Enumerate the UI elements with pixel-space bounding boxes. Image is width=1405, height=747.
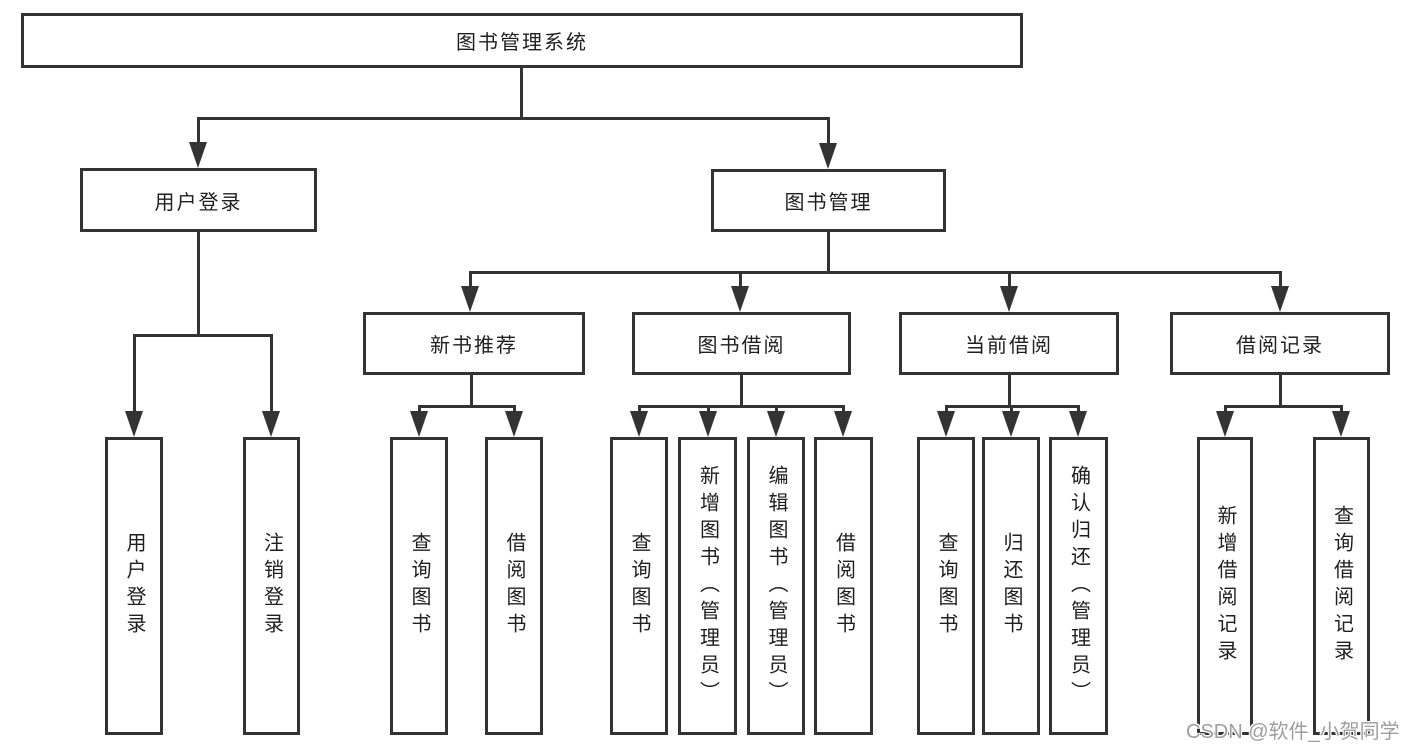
leaf-cb-confirm-return-admin-label: 确认归还（管理员） xyxy=(1067,464,1090,708)
arrow-down-icon xyxy=(1000,286,1018,312)
leaf-bb-query-books: 查询图书 xyxy=(610,437,668,735)
node-book-borrow-label: 图书借阅 xyxy=(697,335,786,357)
leaf-nb-borrow-books: 借阅图书 xyxy=(485,437,543,735)
connector-current-borrow-stem xyxy=(1008,375,1011,408)
connector-root-stem xyxy=(520,68,523,120)
connector-drop-user-login xyxy=(197,117,200,145)
connector-book-borrow-stem xyxy=(740,375,743,408)
leaf-nb-query-books: 查询图书 xyxy=(390,437,448,735)
arrow-down-icon xyxy=(410,411,428,437)
connector-user-login-branch xyxy=(133,334,273,337)
arrow-down-icon xyxy=(461,286,479,312)
arrow-down-icon xyxy=(834,411,852,437)
leaf-cb-confirm-return-admin: 确认归还（管理员） xyxy=(1049,437,1108,735)
node-borrow-record-label: 借阅记录 xyxy=(1236,335,1324,357)
connector-drop-leaf-logout xyxy=(270,334,273,414)
connector-new-book-rec-stem xyxy=(470,375,473,408)
arrow-down-icon xyxy=(699,411,717,437)
arrow-down-icon xyxy=(937,411,955,437)
connector-drop-book-borrow xyxy=(739,271,742,289)
arrow-down-icon xyxy=(767,411,785,437)
leaf-bb-edit-books-admin-label: 编辑图书（管理员） xyxy=(765,464,787,708)
connector-drop-new-book-rec xyxy=(469,271,472,289)
node-book-management: 图书管理 xyxy=(711,169,946,232)
connector-new-book-rec-branch xyxy=(418,405,516,408)
leaf-user-login: 用户登录 xyxy=(105,437,163,735)
leaf-cb-query-books: 查询图书 xyxy=(917,437,975,735)
leaf-bb-query-books-label: 查询图书 xyxy=(628,532,650,640)
arrow-down-icon xyxy=(262,411,280,437)
arrow-down-icon xyxy=(189,142,207,168)
arrow-down-icon xyxy=(1332,411,1350,437)
connector-book-borrow-branch xyxy=(638,405,845,408)
connector-borrow-record-stem xyxy=(1279,375,1282,408)
leaf-cb-return-books-label: 归还图书 xyxy=(1000,532,1022,640)
connector-borrow-record-branch xyxy=(1224,405,1343,408)
leaf-user-login-label: 用户登录 xyxy=(123,532,145,640)
node-root: 图书管理系统 xyxy=(21,13,1023,68)
arrow-down-icon xyxy=(819,143,837,169)
leaf-br-add-record: 新增借阅记录 xyxy=(1197,437,1253,735)
leaf-cb-return-books: 归还图书 xyxy=(982,437,1040,735)
connector-drop-leaf-user-login xyxy=(133,334,136,414)
arrow-down-icon xyxy=(731,286,749,312)
arrow-down-icon xyxy=(125,411,143,437)
arrow-down-icon xyxy=(505,411,523,437)
connector-drop-current-borrow xyxy=(1008,271,1011,289)
node-current-borrow-label: 当前借阅 xyxy=(965,335,1053,357)
leaf-bb-borrow-books-label: 借阅图书 xyxy=(832,532,855,640)
arrow-down-icon xyxy=(1216,411,1234,437)
node-current-borrow: 当前借阅 xyxy=(899,312,1119,375)
node-new-book-recommend-label: 新书推荐 xyxy=(430,335,518,357)
connector-user-login-stem xyxy=(197,232,200,337)
leaf-br-query-record-label: 查询借阅记录 xyxy=(1330,505,1353,667)
leaf-bb-add-books-admin-label: 新增图书（管理员） xyxy=(696,464,719,708)
leaf-logout-login-label: 注销登录 xyxy=(260,532,283,640)
node-book-borrow: 图书借阅 xyxy=(632,312,851,375)
leaf-bb-borrow-books: 借阅图书 xyxy=(814,437,873,735)
node-root-label: 图书管理系统 xyxy=(456,32,588,54)
connector-level2-branch xyxy=(197,117,830,120)
leaf-br-query-record: 查询借阅记录 xyxy=(1313,437,1370,735)
arrow-down-icon xyxy=(1002,411,1020,437)
leaf-cb-query-books-label: 查询图书 xyxy=(935,532,957,640)
arrow-down-icon xyxy=(1271,286,1289,312)
connector-drop-book-mgmt xyxy=(827,117,830,145)
leaf-logout-login: 注销登录 xyxy=(243,437,300,735)
arrow-down-icon xyxy=(1069,411,1087,437)
leaf-br-add-record-label: 新增借阅记录 xyxy=(1214,505,1236,667)
leaf-bb-edit-books-admin: 编辑图书（管理员） xyxy=(747,437,805,735)
node-new-book-recommend: 新书推荐 xyxy=(363,312,585,375)
arrow-down-icon xyxy=(630,411,648,437)
node-borrow-record: 借阅记录 xyxy=(1170,312,1390,375)
leaf-nb-query-books-label: 查询图书 xyxy=(408,532,430,640)
node-book-management-label: 图书管理 xyxy=(784,192,873,214)
leaf-nb-borrow-books-label: 借阅图书 xyxy=(503,532,525,640)
connector-level3-branch xyxy=(469,271,1282,274)
node-user-login: 用户登录 xyxy=(80,168,317,232)
csdn-watermark: CSDN @软件_小贺同学 xyxy=(1186,721,1400,743)
connector-drop-borrow-record xyxy=(1279,271,1282,289)
connector-book-mgmt-stem xyxy=(827,232,830,274)
node-user-login-label: 用户登录 xyxy=(154,191,243,214)
leaf-bb-add-books-admin: 新增图书（管理员） xyxy=(678,437,737,735)
